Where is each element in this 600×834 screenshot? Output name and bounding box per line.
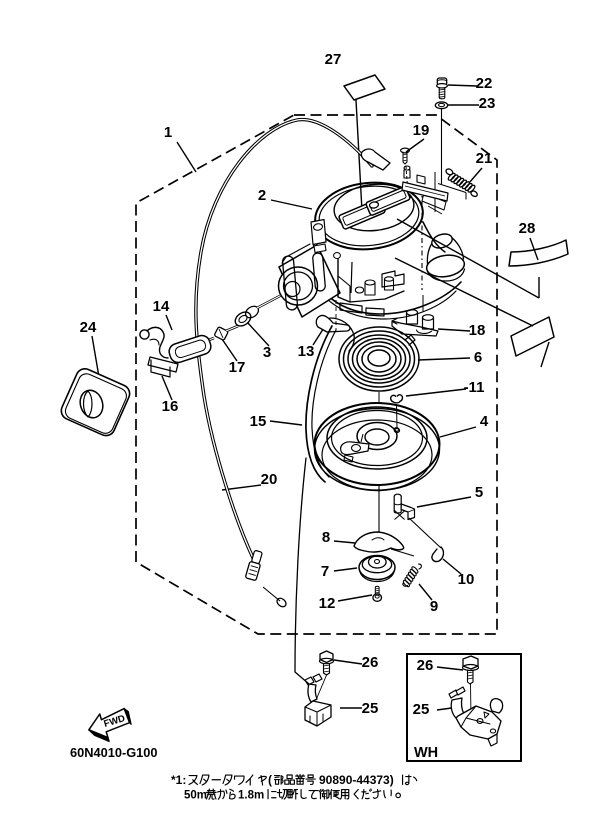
svg-text:1.8m: 1.8m — [238, 790, 264, 802]
svg-text:16: 16 — [162, 398, 179, 415]
svg-text:20: 20 — [261, 471, 278, 488]
svg-text:15: 15 — [250, 413, 267, 430]
svg-text:13: 13 — [298, 343, 315, 360]
svg-text:28: 28 — [519, 220, 536, 237]
svg-text:4: 4 — [480, 413, 489, 430]
svg-text:(: ( — [268, 773, 272, 787]
svg-text:2: 2 — [258, 187, 266, 204]
svg-text:26: 26 — [362, 654, 379, 671]
svg-text:5: 5 — [475, 484, 483, 501]
svg-text:50m: 50m — [184, 790, 207, 802]
svg-text:18: 18 — [469, 322, 486, 339]
svg-text:6: 6 — [474, 349, 482, 366]
svg-text:90890-44373): 90890-44373) — [319, 773, 394, 787]
svg-text:19: 19 — [413, 122, 430, 139]
svg-text:9: 9 — [430, 598, 438, 615]
svg-text:10: 10 — [458, 571, 475, 588]
svg-text:-11: -11 — [464, 379, 485, 396]
svg-text:21: 21 — [476, 150, 493, 167]
svg-text:8: 8 — [322, 529, 330, 546]
svg-text:WH: WH — [414, 745, 438, 761]
svg-text:25: 25 — [362, 700, 379, 717]
svg-text:17: 17 — [229, 359, 246, 376]
svg-text:25: 25 — [413, 701, 430, 718]
svg-text:24: 24 — [80, 319, 97, 336]
svg-text:12: 12 — [319, 595, 336, 612]
svg-text:*1:: *1: — [171, 773, 186, 787]
svg-text:3: 3 — [263, 344, 271, 361]
svg-text:26: 26 — [417, 657, 434, 674]
svg-text:27: 27 — [325, 51, 342, 68]
svg-text:1: 1 — [164, 124, 172, 141]
svg-text:22: 22 — [476, 75, 493, 92]
svg-text:23: 23 — [479, 95, 496, 112]
svg-text:14: 14 — [153, 298, 170, 315]
svg-text:60N4010-G100: 60N4010-G100 — [70, 745, 158, 760]
svg-text:7: 7 — [321, 563, 329, 580]
